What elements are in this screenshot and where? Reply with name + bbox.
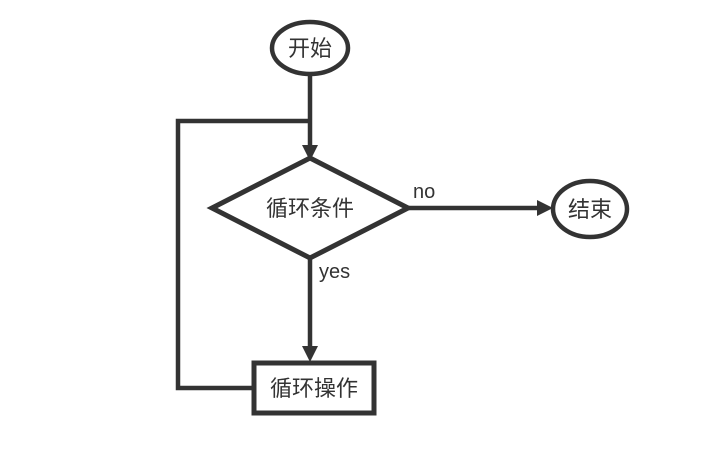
- start-node: [269, 19, 351, 77]
- arrowhead-into-condition: [302, 145, 318, 161]
- arrowhead-into-operation: [302, 346, 318, 362]
- end-node: [550, 178, 630, 240]
- yes-edge-label: yes: [319, 261, 350, 283]
- condition-node-label: 循环条件: [266, 196, 354, 221]
- start-node-label: 开始: [288, 36, 332, 61]
- end-node-label: 结束: [568, 197, 612, 222]
- edge-operation-loop-back: [175, 118, 310, 391]
- operation-node: [251, 360, 377, 416]
- condition-node: [206, 155, 414, 261]
- arrowhead-into-end: [537, 200, 553, 216]
- no-edge-label: no: [413, 181, 435, 203]
- operation-node-label: 循环操作: [270, 376, 358, 401]
